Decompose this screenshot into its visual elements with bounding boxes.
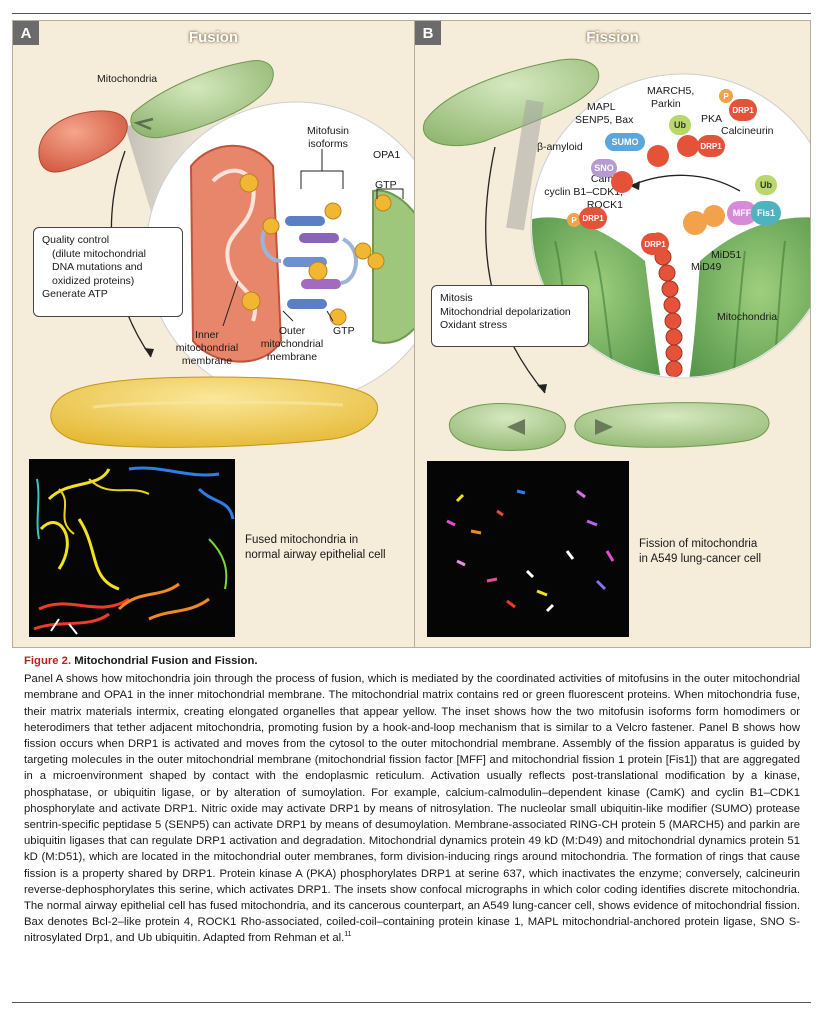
fission-illustration <box>422 58 810 451</box>
p-left-badge: P <box>567 213 581 227</box>
mid51-label: MiD51 <box>711 249 742 261</box>
panel-a-fusion: A Fusion Mitochondria Mitofusin isoforms… <box>13 21 415 647</box>
fission-micrograph-caption: Fission of mitochondria in A549 lung-can… <box>639 537 761 567</box>
trigger-line-2: Mitochondrial depolarization <box>440 305 571 318</box>
parkin-label: Parkin <box>651 98 681 110</box>
caption-body: Panel A shows how mitochondria join thro… <box>24 671 800 946</box>
ub-top-badge: Ub <box>669 115 691 135</box>
yellow-fused-mitochondrion <box>50 376 379 448</box>
march5-label: MARCH5, <box>647 85 695 97</box>
qc-line-3: DNA mutations and <box>52 261 143 273</box>
qc-line-2: (dilute mitochondrial <box>52 247 146 260</box>
drp1-sno-ball <box>611 171 633 193</box>
figure-title: Mitochondrial Fusion and Fission. <box>74 655 258 667</box>
pka-label: PKA <box>701 113 723 125</box>
panel-a-title: Fusion <box>188 29 239 46</box>
gtp-top-label: GTP <box>375 179 397 191</box>
drp1-top-badge: DRP1 <box>729 99 757 121</box>
drp1-left-badge: DRP1 <box>579 207 607 229</box>
outer-membrane-label: Outer mitochondrial membrane <box>260 325 324 363</box>
mitochondria-label: Mitochondria <box>97 73 158 85</box>
green-mitochondrion <box>130 60 274 139</box>
drp1-sumo-ball <box>647 145 669 167</box>
p-top-badge: P <box>719 89 733 103</box>
right-arrow-icon <box>595 419 613 435</box>
fission-caption-line-2: in A549 lung-cancer cell <box>639 553 762 565</box>
calcineurin-label: Calcineurin <box>721 125 774 137</box>
drp1-ub-ball <box>677 135 699 157</box>
fission-micrograph <box>427 461 629 637</box>
fused-micrograph-caption: Fused mitochondria in normal airway epit… <box>245 533 386 563</box>
mff-badge: MFF <box>727 201 757 225</box>
mapl-label: MAPL <box>587 101 616 113</box>
bottom-rule <box>12 1002 811 1003</box>
sno-badge: SNO <box>591 159 617 177</box>
panel-b-fission: B Fission MARCH5, Parkin MAPL SENP5, Bax… <box>415 21 810 647</box>
fused-micrograph <box>29 459 235 637</box>
ub-right-badge: Ub <box>755 175 777 195</box>
mid51-ball <box>703 205 725 227</box>
panel-a-letter: A <box>13 21 39 45</box>
mitochondria-b-label: Mitochondria <box>717 311 778 323</box>
sumo-badge: SUMO <box>605 133 645 151</box>
panel-b-title: Fission <box>586 29 639 46</box>
caption-title: Figure 2. Mitochondrial Fusion and Fissi… <box>24 653 800 669</box>
left-arrow-icon <box>507 419 525 435</box>
trigger-line-1: Mitosis <box>440 292 473 304</box>
top-rule <box>12 13 811 14</box>
mid49-label: MiD49 <box>691 261 722 273</box>
qc-line-5: Generate ATP <box>42 288 108 300</box>
gtp-bottom-label: GTP <box>333 325 355 337</box>
fused-caption-line-2: normal airway epithelial cell <box>245 549 386 561</box>
senp5-label: SENP5, Bax <box>575 114 634 126</box>
camk-label: CamK, cyclin B1–CDK1, ROCK1 <box>533 173 623 212</box>
figure: A Fusion Mitochondria Mitofusin isoforms… <box>12 20 811 648</box>
quality-control-box: Quality control (dilute mitochondrial DN… <box>33 227 183 317</box>
figure-caption: Figure 2. Mitochondrial Fusion and Fissi… <box>24 653 800 947</box>
fission-mito-right <box>574 402 770 448</box>
drp1-center-badge: DRP1 <box>641 233 669 255</box>
figure-number: Figure 2. <box>24 655 72 667</box>
opa1-label: OPA1 <box>373 149 401 161</box>
panel-b-letter: B <box>415 21 441 45</box>
fission-caption-line-1: Fission of mitochondria <box>639 538 758 550</box>
inner-membrane-label: Inner mitochondrial membrane <box>175 329 239 367</box>
red-mitochondrion <box>38 110 128 173</box>
beta-amyloid-label: β-amyloid <box>537 141 583 153</box>
fission-curve-arrow <box>484 146 546 394</box>
fusion-arrow-icon <box>133 117 154 131</box>
caption-text: Panel A shows how mitochondria join thro… <box>24 673 800 945</box>
reference-superscript: 11 <box>344 931 352 939</box>
trigger-line-3: Oxidant stress <box>440 319 508 331</box>
cyclin-line: cyclin B1–CDK1, <box>544 186 623 198</box>
mitofusin-label: Mitofusin isoforms <box>306 125 349 150</box>
fis1-badge: Fis1 <box>751 201 781 225</box>
rock1-line: ROCK1 <box>586 199 623 211</box>
qc-line-4: oxidized proteins) <box>52 274 135 287</box>
long-mitochondrion <box>422 58 600 147</box>
fusion-illustration <box>38 60 414 448</box>
fission-trigger-box: Mitosis Mitochondrial depolarization Oxi… <box>431 285 589 347</box>
drp1-mid-badge: DRP1 <box>697 135 725 157</box>
qc-line-1: Quality control <box>42 234 110 246</box>
fused-caption-line-1: Fused mitochondria in <box>245 534 359 546</box>
